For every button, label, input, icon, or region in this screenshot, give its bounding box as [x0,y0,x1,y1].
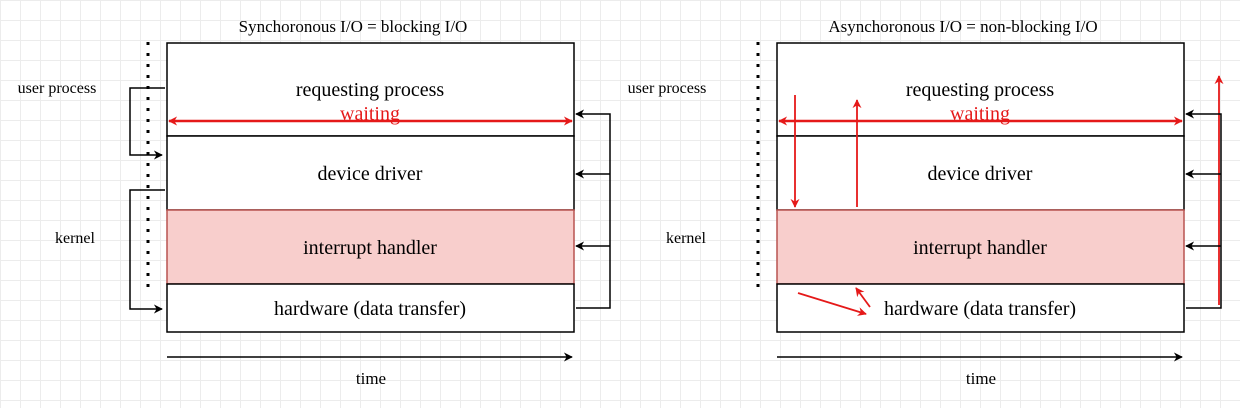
sync-user-process-label: user process [18,80,97,97]
async-return-arrows [1185,109,1222,309]
async-layer-label-handler: interrupt handler [913,237,1047,259]
async-layer-label-requesting: requesting process [906,79,1055,101]
async-stack: requesting process device driver interru… [776,42,1185,333]
sync-layer-device-driver [166,135,575,211]
async-waiting-arrow: waiting [778,103,1183,126]
async-kernel-label: kernel [666,230,707,247]
sync-kernel-label: kernel [55,230,96,247]
async-waiting-label: waiting [950,103,1010,125]
sync-layer-label-handler: interrupt handler [303,237,437,259]
sync-title: Synchoronous I/O = blocking I/O [239,17,468,36]
sync-layer-hardware [166,283,575,333]
async-time-axis: time [777,352,1183,388]
async-title: Asynchoronous I/O = non-blocking I/O [828,17,1097,36]
async-time-label: time [966,369,996,388]
sync-diagram: Synchoronous I/O = blocking I/O requesti… [18,17,611,388]
async-layer-label-hardware: hardware (data transfer) [884,298,1076,320]
sync-layer-label-driver: device driver [318,163,423,185]
async-user-process-label: user process [628,80,707,97]
sync-time-axis: time [167,352,573,388]
async-layer-device-driver [776,135,1185,211]
sync-waiting-arrow: waiting [168,103,573,126]
sync-layer-label-hardware: hardware (data transfer) [274,298,466,320]
async-diagram: Asynchoronous I/O = non-blocking I/O req… [628,17,1224,388]
sync-layer-interrupt-handler [166,209,575,285]
async-layer-interrupt-handler [776,209,1185,285]
sync-time-label: time [356,369,386,388]
sync-call-arrows [129,87,165,314]
async-layer-label-driver: device driver [928,163,1033,185]
sync-stack: requesting process device driver interru… [166,42,575,333]
sync-return-arrows [575,109,611,309]
sync-waiting-label: waiting [340,103,400,125]
sync-layer-label-requesting: requesting process [296,79,445,101]
